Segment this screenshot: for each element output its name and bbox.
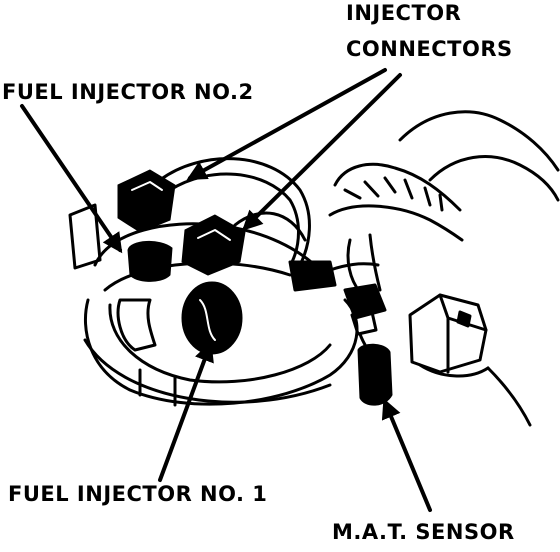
- mat-sensor-label: M.A.T. SENSOR: [332, 520, 515, 544]
- mat-sensor-harness: [343, 233, 387, 352]
- fuel-injector-1-label: FUEL INJECTOR NO. 1: [8, 482, 268, 506]
- fuel-injector-1-body: [181, 281, 243, 355]
- throttle-body-base: [83, 298, 359, 407]
- injector-connectors-label-line2: CONNECTORS: [346, 37, 513, 61]
- arrow-injector2: [20, 104, 123, 254]
- leader-arrows: [20, 68, 432, 512]
- arrow-mat-sensor: [381, 398, 432, 512]
- injector-connector-upper: [117, 169, 176, 233]
- fuel-injector-2-label: FUEL INJECTOR NO.2: [2, 80, 254, 104]
- mat-sensor-body: [357, 343, 393, 406]
- arrow-connectors-to-upper: [186, 68, 387, 180]
- injector-connectors-label-line1: INJECTOR: [346, 1, 462, 25]
- arrow-injector1: [158, 341, 214, 482]
- injector-connector-lower: [181, 214, 246, 276]
- intake-hose: [328, 110, 560, 242]
- sensor-plug: [408, 293, 532, 427]
- fuel-injector-2-body: [127, 241, 173, 282]
- arrow-connectors-to-lower: [242, 73, 402, 231]
